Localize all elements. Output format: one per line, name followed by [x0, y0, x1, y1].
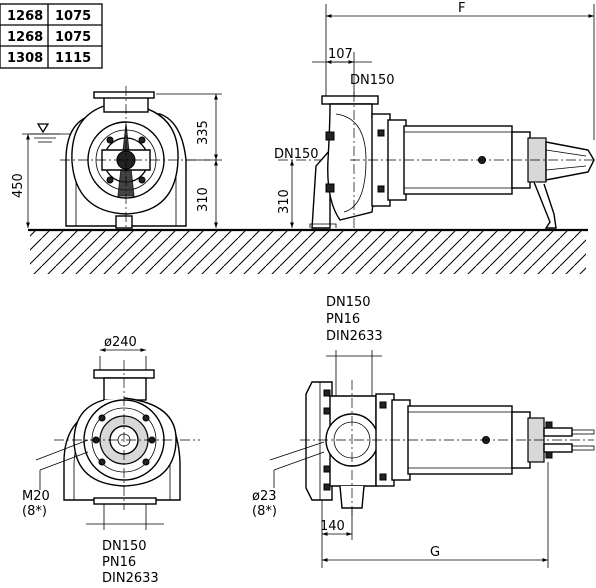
flange-label-bottom-pn: PN16 [102, 555, 136, 570]
dim-335: 335 [196, 120, 211, 145]
flange-label-mid: DN150 [274, 147, 319, 162]
hole-dia-23: ø23 [252, 489, 277, 504]
dim-f: F [458, 1, 465, 16]
dim-450: 450 [11, 173, 26, 198]
plan-view-bottom: DN150 PN16 DIN2633 [252, 295, 595, 568]
front-view-top: 450 335 310 [11, 86, 222, 229]
dim-g: G [430, 545, 440, 560]
front-view-bottom: ø240 M20 (8*) DN150 PN16 [22, 335, 200, 586]
dim-310-front: 310 [196, 187, 211, 212]
side-view-top: F 107 DN150 310 DN150 [274, 1, 595, 229]
dim-310-side: 310 [277, 189, 292, 214]
table-cell: 1075 [55, 30, 91, 45]
flange-label-plan-din: DIN2633 [326, 329, 383, 344]
dim-107: 107 [328, 47, 353, 62]
flange-label-top: DN150 [350, 73, 395, 88]
thread-count: (8*) [22, 504, 47, 519]
flange-label-bottom-dn: DN150 [102, 539, 147, 554]
dim-140: 140 [320, 519, 345, 534]
dim-dia-240: ø240 [104, 335, 137, 350]
flange-label-plan-dn: DN150 [326, 295, 371, 310]
table-cell: 1308 [7, 51, 43, 66]
hole-count: (8*) [252, 504, 277, 519]
thread-m20: M20 [22, 489, 50, 504]
table-cell: 1268 [7, 9, 43, 24]
table-cell: 1075 [55, 9, 91, 24]
flange-label-plan-pn: PN16 [326, 312, 360, 327]
water-level-icon [30, 123, 60, 143]
dimension-table: 1268 1075 1268 1075 1308 1115 [0, 3, 103, 69]
table-cell: 1115 [55, 51, 91, 66]
table-cell: 1268 [7, 30, 43, 45]
ground [28, 228, 588, 274]
flange-label-bottom-din: DIN2633 [102, 571, 159, 586]
